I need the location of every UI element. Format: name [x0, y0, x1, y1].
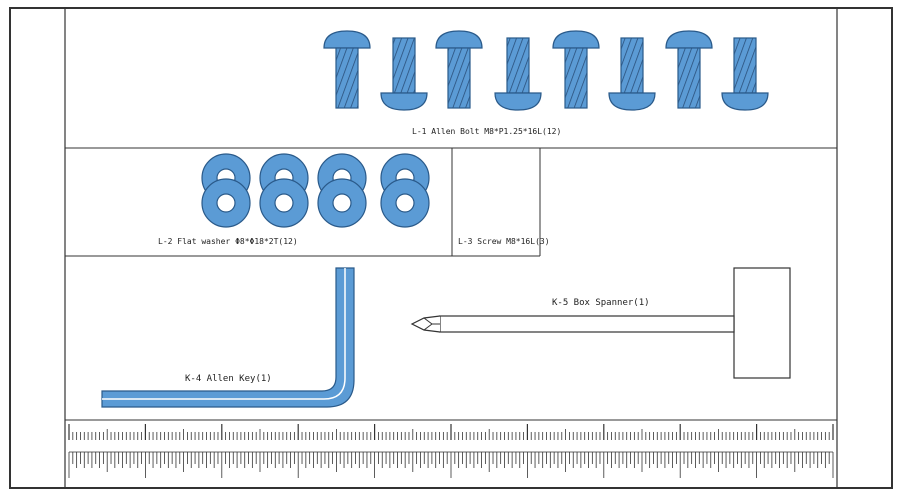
allen-bolt-icon [608, 37, 656, 111]
allen-key-icon [101, 267, 355, 408]
allen-bolt-icon [323, 30, 371, 109]
flat-washer-group [201, 153, 430, 228]
box-spanner-icon [410, 267, 791, 379]
screw-label: L-3 Screw M8*16L(3) [458, 237, 550, 246]
allen-bolt-label: L-1 Allen Bolt M8*P1.25*16L(12) [412, 127, 561, 136]
ruler [68, 424, 834, 478]
inner-panel [64, 7, 838, 489]
allen-bolt-icon [721, 37, 769, 111]
allen-bolt-icon [494, 37, 542, 111]
flat-washer-icon [259, 178, 309, 228]
allen-bolt-icon [665, 30, 713, 109]
allen-bolt-icon [435, 30, 483, 109]
flat-washer-label: L-2 Flat washer Φ8*Φ18*2T(12) [158, 237, 298, 246]
allen-key-label: K-4 Allen Key(1) [185, 374, 272, 384]
allen-bolt-group [323, 30, 769, 111]
flat-washer-icon [380, 178, 430, 228]
box-spanner-label: K-5 Box Spanner(1) [552, 298, 650, 308]
flat-washer-icon [317, 178, 367, 228]
flat-washer-icon [201, 178, 251, 228]
allen-bolt-icon [552, 30, 600, 109]
allen-bolt-icon [380, 37, 428, 111]
